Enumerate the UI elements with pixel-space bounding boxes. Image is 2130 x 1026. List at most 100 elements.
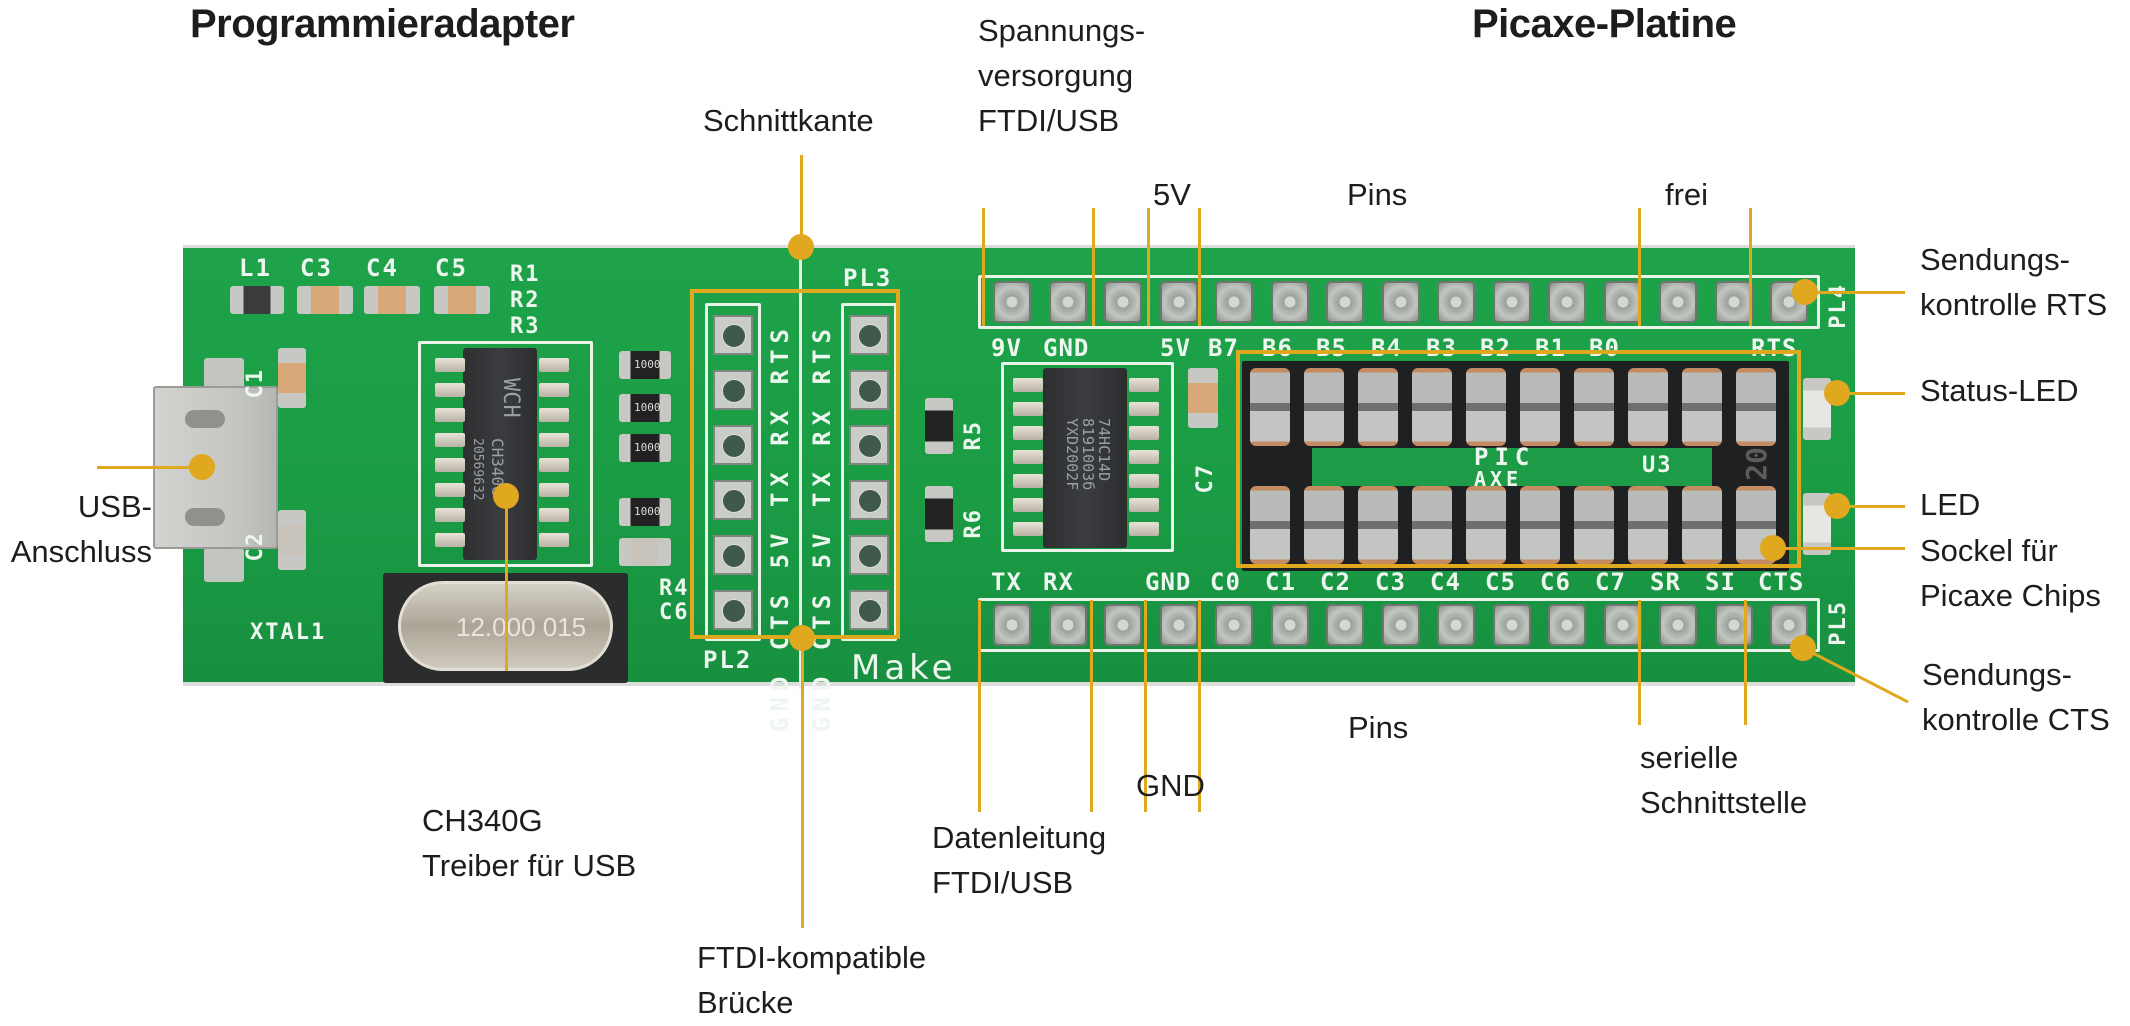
top-header-label: B3 <box>1426 334 1457 362</box>
ftdi-pad-pl3 <box>849 315 889 355</box>
hc14-marking-1: 74HC14D <box>1095 418 1113 482</box>
leader-ch340 <box>505 496 508 671</box>
label-line: FTDI/USB <box>978 103 1120 138</box>
socket-label-pic: PIC <box>1474 443 1536 471</box>
label-line: FTDI-kompatible <box>697 940 927 975</box>
top-header-pad <box>1437 281 1475 323</box>
label-rts: Sendungs- kontrolle RTS <box>1920 237 2107 327</box>
ch340-pin <box>539 383 569 397</box>
silk-c5: C5 <box>435 254 468 282</box>
socket-contact <box>1520 368 1560 446</box>
crystal-marking: 12.000 015 <box>456 612 587 642</box>
hc14-pin <box>1129 426 1159 440</box>
leader-sr <box>1638 600 1641 725</box>
title-picaxe-platine: Picaxe-Platine <box>1472 2 1737 46</box>
socket-contact <box>1304 486 1344 564</box>
socket-highlight <box>1236 350 1801 568</box>
label-usb: USB- Anschluss <box>2 484 152 574</box>
resistor-r2: 1000 <box>619 394 671 422</box>
bottom-header-pad <box>1159 604 1198 646</box>
capacitor-c3 <box>297 286 353 314</box>
label-line: Picaxe Chips <box>1920 578 2101 613</box>
bottom-header-pad <box>1492 604 1531 646</box>
bottom-header-label: C7 <box>1595 568 1626 596</box>
label-line: Sockel für <box>1920 533 2058 568</box>
ch340-marking-1: WCH <box>498 378 523 418</box>
ch340-pin <box>435 358 465 372</box>
silk-r2: R2 <box>510 288 541 313</box>
ftdi-pad-pl2 <box>713 370 753 410</box>
socket-contact <box>1358 368 1398 446</box>
hc14-pin <box>1013 426 1043 440</box>
pcb-board: L1 C3 C4 C5 R1 R2 R3 C1 C2 WCH CH340G 20… <box>153 245 1855 732</box>
bottom-header-label: C1 <box>1265 568 1296 596</box>
top-header-label: B4 <box>1371 334 1402 362</box>
ftdi-pad-pl3 <box>849 480 889 520</box>
leader-sockel <box>1773 547 1905 550</box>
leader-tx <box>978 600 981 812</box>
bottom-header-label: GND <box>1145 568 1192 596</box>
bottom-header-pad <box>1603 604 1642 646</box>
leader-rx <box>1090 600 1093 812</box>
hc14-outline <box>1001 362 1174 552</box>
top-header-label: B6 <box>1262 334 1293 362</box>
label-datenleitung: Datenleitung FTDI/USB <box>932 815 1106 905</box>
pl2-outline <box>705 303 761 641</box>
socket-contact <box>1682 486 1722 564</box>
socket-contact <box>1250 486 1290 564</box>
socket-contact <box>1628 368 1668 446</box>
usb-mount-pad-bottom <box>204 548 244 582</box>
ftdi-pad-pl3 <box>849 590 889 630</box>
top-header-label: RTS <box>1751 334 1798 362</box>
top-header-pad <box>1714 281 1753 323</box>
bottom-header-pad <box>1104 604 1142 646</box>
silk-make: Make <box>851 648 957 688</box>
bottom-header-label: TX <box>991 568 1022 596</box>
top-header-pad <box>1659 281 1697 323</box>
ftdi-pad-pl3 <box>849 425 889 465</box>
label-line: CH340G <box>422 803 543 838</box>
socket-contact <box>1574 486 1614 564</box>
ch340-pin <box>539 508 569 522</box>
socket-contact <box>1736 368 1776 446</box>
label-line: kontrolle CTS <box>1922 702 2110 737</box>
silk-r4: R4 <box>659 576 690 601</box>
top-header-label: B0 <box>1589 334 1620 362</box>
bottom-header-pad <box>1215 604 1253 646</box>
top-header-label: B5 <box>1316 334 1347 362</box>
socket-contact <box>1412 486 1452 564</box>
leader-schnittkante <box>800 155 803 247</box>
bottom-header-pad <box>1659 604 1697 646</box>
label-line: USB- <box>77 489 152 524</box>
ch340-pin <box>539 458 569 472</box>
top-header-pad <box>1270 281 1309 323</box>
bottom-header-pad <box>1437 604 1475 646</box>
socket-label-u3: U3 <box>1642 453 1673 478</box>
socket-window <box>1312 448 1712 486</box>
socket-contact <box>1358 486 1398 564</box>
bottom-header-label: C0 <box>1210 568 1241 596</box>
title-programmieradapter: Programmieradapter <box>190 2 575 46</box>
silk-c3: C3 <box>300 254 333 282</box>
label-line: Sendungs- <box>1922 657 2072 692</box>
ch340-pin <box>435 533 465 547</box>
top-header-label: 9V <box>991 334 1022 362</box>
label-line: serielle <box>1640 740 1739 775</box>
silk-pl3: PL3 <box>843 264 893 292</box>
leader-status-led <box>1837 392 1905 395</box>
resistor-value: 1000 <box>634 505 661 518</box>
silk-pl5: PL5 <box>1826 600 1851 646</box>
silk-c2: C2 <box>243 531 268 562</box>
top-header-pad <box>1326 281 1364 323</box>
socket-contact <box>1520 486 1560 564</box>
leader-cts <box>1802 646 1909 704</box>
label-line: Treiber für USB <box>422 848 637 883</box>
label-cts: Sendungs- kontrolle CTS <box>1922 652 2110 742</box>
ch340-pin <box>539 408 569 422</box>
capacitor-c5 <box>434 286 490 314</box>
top-header-pad <box>1381 281 1420 323</box>
ftdi-pad-pl2 <box>713 315 753 355</box>
dot-schnittkante <box>788 234 814 260</box>
usb-connector <box>153 386 278 549</box>
bottom-header-label: C5 <box>1485 568 1516 596</box>
